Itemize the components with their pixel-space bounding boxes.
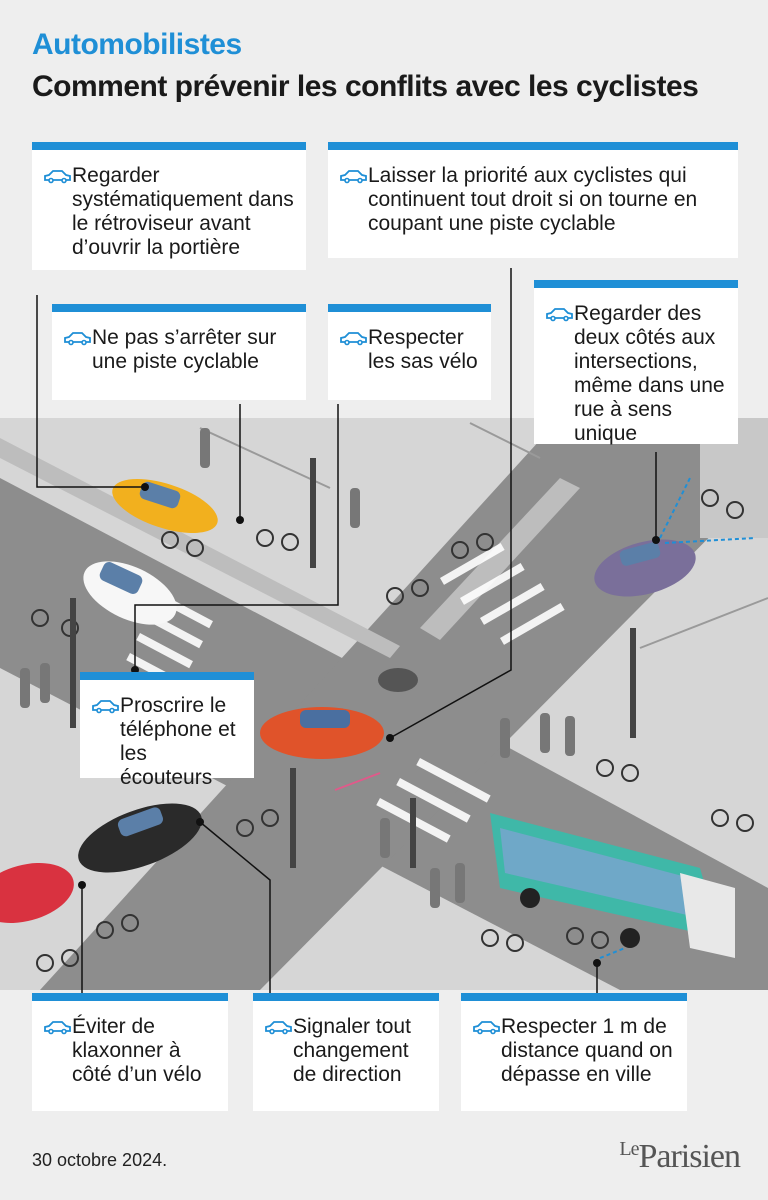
car-icon: [92, 700, 119, 714]
black-car: [78, 803, 202, 873]
car-icon: [473, 1021, 500, 1035]
car-icon: [340, 170, 367, 184]
car-icon: [265, 1021, 292, 1035]
tip-telephone: Proscrire le téléphone et les écouteurs: [80, 672, 254, 789]
tip-distance: Respecter 1 m de distance quand on dépas…: [461, 993, 687, 1111]
orange-car: [260, 707, 384, 759]
car-icon: [44, 170, 71, 184]
tip-direction: Signaler tout changement de direction: [253, 993, 439, 1111]
car-icon: [64, 332, 91, 346]
tip-piste: Ne pas s’arrêter sur une piste cyclable: [52, 304, 306, 400]
logo-le: Le: [619, 1138, 639, 1160]
tip-text: Signaler tout changement de direction: [293, 1015, 411, 1086]
le-parisien-logo: LeParisien: [619, 1138, 741, 1176]
red-car: [0, 863, 74, 923]
bus: [490, 813, 735, 958]
tip-text: Respecter 1 m de distance quand on dépas…: [501, 1015, 673, 1086]
page-title: Comment prévenir les conflits avec les c…: [32, 70, 699, 103]
logo-name: Parisien: [638, 1138, 741, 1175]
tip-text: Éviter de klaxonner à côté d’un vélo: [72, 1015, 202, 1086]
tip-text: Regarder systématiquement dans le rétrov…: [72, 164, 294, 259]
kicker: Automobilistes: [32, 28, 242, 61]
car-icon: [546, 308, 573, 322]
tip-text: Ne pas s’arrêter sur une piste cyclable: [92, 326, 277, 373]
tip-deux-cotes: Regarder des deux côtés aux intersection…: [534, 280, 738, 445]
tip-text: Respecter les sas vélo: [368, 326, 478, 373]
tip-klaxon: Éviter de klaxonner à côté d’un vélo: [32, 993, 228, 1111]
tip-text: Laisser la priorité aux cyclistes qui co…: [368, 164, 698, 235]
tip-priorite: Laisser la priorité aux cyclistes qui co…: [328, 142, 738, 258]
tip-retroviseur: Regarder systématiquement dans le rétrov…: [32, 142, 306, 270]
car-icon: [340, 332, 367, 346]
purple-car: [594, 539, 696, 597]
publication-date: 30 octobre 2024.: [32, 1150, 168, 1170]
car-icon: [44, 1021, 71, 1035]
tip-sas-velo: Respecter les sas vélo: [328, 304, 491, 400]
tip-text: Proscrire le téléphone et les écouteurs: [120, 694, 236, 789]
tip-text: Regarder des deux côtés aux intersection…: [574, 302, 725, 445]
